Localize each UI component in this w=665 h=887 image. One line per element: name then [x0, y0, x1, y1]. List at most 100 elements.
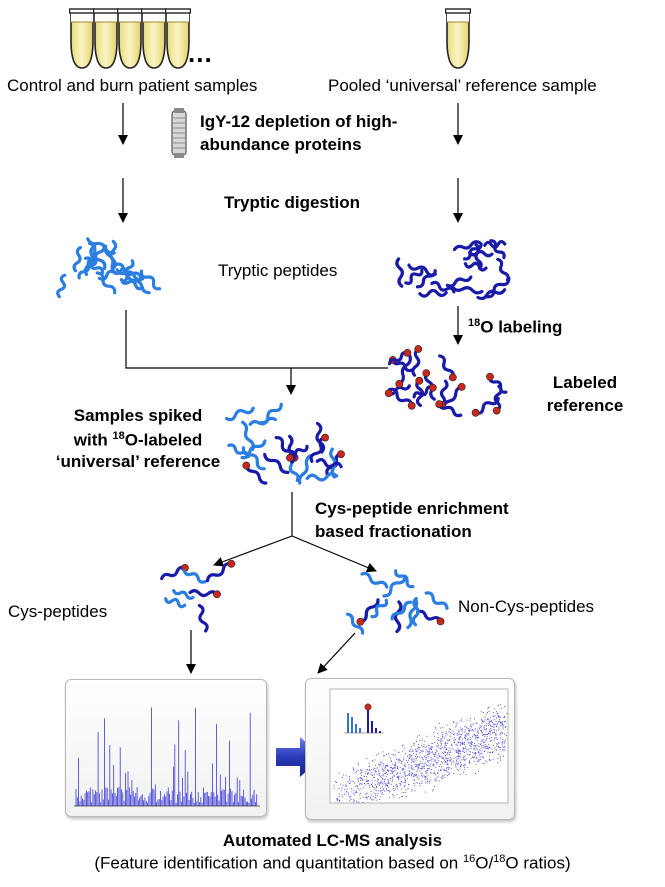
scatter-point	[445, 733, 447, 734]
scatter-point	[502, 728, 504, 730]
scatter-point	[497, 716, 499, 718]
scatter-point	[413, 775, 415, 777]
scatter-point	[384, 766, 386, 767]
scatter-point	[427, 769, 429, 771]
scatter-point	[346, 788, 348, 790]
scatter-point	[469, 731, 471, 733]
scatter-point	[419, 783, 421, 784]
peptide-icon	[315, 421, 326, 454]
scatter-point	[398, 759, 400, 761]
scatter-point	[395, 758, 397, 760]
scatter-point	[450, 751, 451, 753]
o18-label-dot	[227, 559, 236, 568]
scatter-point	[417, 735, 418, 737]
scatter-point	[500, 737, 502, 739]
scatter-point	[423, 745, 424, 747]
scatter-point	[408, 770, 410, 772]
scatter-point	[465, 733, 467, 735]
o18-labeling-text: O labeling	[480, 317, 563, 337]
scatter-point	[373, 799, 375, 801]
scatter-point	[392, 777, 394, 779]
scatter-point	[474, 746, 476, 747]
scatter-point	[449, 752, 451, 753]
scatter-point	[466, 749, 468, 751]
scatter-point	[442, 757, 444, 759]
scatter-point	[356, 801, 358, 803]
scatter-point	[442, 775, 443, 777]
scatter-point	[378, 753, 379, 755]
scatter-point	[444, 759, 445, 761]
scatter-point	[446, 758, 448, 760]
scatter-point	[436, 739, 438, 741]
scatter-point	[456, 733, 458, 734]
scatter-point	[482, 721, 484, 723]
scatter-point	[405, 781, 407, 783]
scatter-point	[433, 760, 435, 762]
scatter-point	[395, 765, 397, 766]
peptide-icon	[415, 379, 425, 407]
scatter-point	[392, 754, 394, 756]
scatter-point	[393, 795, 395, 796]
scatter-point	[503, 755, 504, 757]
scatter-point	[424, 791, 426, 793]
scatter-point	[416, 764, 418, 765]
scatter-point	[388, 790, 390, 792]
scatter-point	[446, 767, 447, 769]
scatter-point	[367, 783, 369, 785]
scatter-point	[487, 746, 489, 748]
scatter-point	[453, 737, 455, 739]
peptide-icon	[415, 269, 437, 289]
scatter-point	[468, 734, 470, 736]
scatter-point	[439, 748, 441, 750]
scatter-point	[489, 759, 491, 761]
scatter-point	[429, 747, 431, 749]
scatter-point	[390, 783, 392, 785]
scatter-point	[468, 748, 470, 750]
scatter-point	[354, 782, 356, 784]
scatter-point	[468, 742, 470, 744]
scatter-point	[418, 775, 420, 777]
scatter-point	[442, 727, 443, 729]
scatter-point	[501, 724, 503, 726]
scatter-point	[408, 751, 410, 753]
scatter-point	[335, 781, 337, 782]
scatter-point	[390, 770, 392, 772]
scatter-point	[453, 742, 455, 743]
scatter-point	[424, 746, 426, 748]
scatter-point	[477, 733, 479, 734]
o18-label-dot	[428, 383, 437, 392]
scatter-point	[362, 802, 364, 803]
scatter-point	[353, 801, 355, 803]
scatter-point	[450, 757, 452, 759]
scatter-point	[415, 755, 416, 757]
scatter-point	[396, 786, 398, 788]
scatter-point	[478, 727, 480, 729]
lc-ms-spectrum	[74, 707, 260, 807]
scatter-point	[438, 739, 439, 741]
scatter-point	[344, 793, 345, 795]
scatter-point	[445, 760, 447, 762]
scatter-point	[412, 768, 413, 770]
scatter-point	[465, 758, 467, 760]
scatter-point	[405, 795, 407, 797]
scatter-point	[447, 764, 449, 766]
scatter-point	[360, 778, 362, 780]
scatter-point	[482, 762, 484, 764]
scatter-point	[478, 751, 480, 753]
scatter-point	[501, 721, 503, 723]
scatter-point	[386, 785, 388, 786]
scatter-point	[422, 750, 424, 752]
scatter-point	[464, 744, 466, 745]
scatter-point	[490, 726, 492, 727]
reference-tube-icon	[445, 8, 471, 69]
scatter-point	[362, 778, 364, 780]
scatter-point	[448, 773, 450, 775]
o18-label-dot	[384, 389, 393, 397]
scatter-point	[456, 760, 458, 762]
scatter-point	[387, 778, 389, 780]
scatter-point	[484, 751, 486, 752]
peptide-icon	[248, 416, 277, 426]
scatter-point	[374, 797, 376, 799]
scatter-point	[474, 737, 476, 738]
scatter-point	[456, 751, 458, 753]
